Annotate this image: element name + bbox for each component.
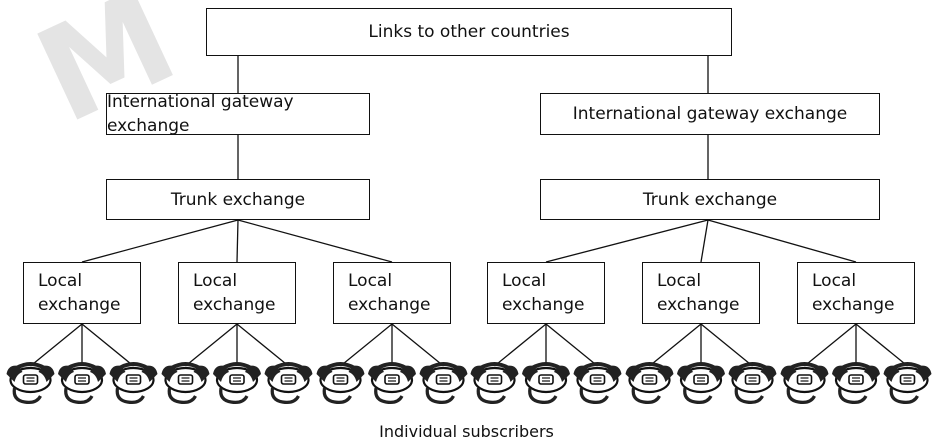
connector-line: [700, 219, 709, 263]
gateway-exchange-label: International gateway exchange: [107, 92, 294, 136]
gateway-exchange-box-left: International gateway exchange: [106, 92, 370, 136]
telephone-icon: [780, 362, 829, 404]
telephone-icon: [470, 362, 519, 404]
individual-subscribers-caption: Individual subscribers: [379, 422, 554, 441]
connector-line: [236, 323, 289, 367]
links-to-other-countries-box: Links to other countries: [206, 8, 732, 56]
connector-line: [340, 323, 393, 367]
local-exchange-box: Local exchange: [642, 262, 760, 324]
local-exchange-label: Local exchange: [812, 271, 895, 315]
connector-line: [707, 219, 857, 263]
local-exchange-label: Local exchange: [348, 271, 431, 315]
telephone-icon: [832, 362, 880, 404]
telephone-icon: [368, 362, 416, 404]
links-to-other-countries-label: Links to other countries: [368, 22, 570, 42]
connector-line: [391, 323, 444, 367]
connector-line: [30, 323, 83, 367]
connector-line: [545, 323, 598, 367]
connector-line: [494, 323, 547, 367]
trunk-exchange-box-left: Trunk exchange: [106, 179, 370, 220]
connector-line: [804, 323, 857, 367]
telephone-icon: [677, 362, 725, 404]
trunk-exchange-label: Trunk exchange: [642, 189, 778, 210]
connector-line: [700, 323, 753, 367]
connector-line: [185, 323, 238, 367]
connector-line: [236, 219, 239, 263]
trunk-exchange-box-right: Trunk exchange: [540, 179, 880, 220]
connector-line: [855, 323, 908, 367]
connector-line: [237, 219, 393, 263]
local-exchange-label: Local exchange: [38, 271, 121, 315]
telephone-icon: [161, 362, 210, 404]
local-exchange-box: Local exchange: [23, 262, 141, 324]
local-exchange-box: Local exchange: [178, 262, 296, 324]
telephone-icon: [264, 362, 313, 404]
gateway-exchange-box-right: International gateway exchange: [540, 93, 880, 135]
local-exchange-label: Local exchange: [657, 271, 740, 315]
telephone-icon: [58, 362, 106, 404]
local-exchange-label: Local exchange: [193, 271, 276, 315]
telephone-icon: [213, 362, 261, 404]
connector-line: [81, 219, 239, 263]
gateway-exchange-label: International gateway exchange: [572, 104, 848, 124]
telephone-icon: [883, 362, 932, 404]
connector-line: [545, 219, 709, 263]
connector-line: [649, 323, 702, 367]
telephone-icon: [316, 362, 365, 404]
trunk-exchange-label: Trunk exchange: [170, 189, 306, 210]
telephone-icon: [109, 362, 158, 404]
telephone-icon: [573, 362, 622, 404]
local-exchange-box: Local exchange: [333, 262, 451, 324]
telephone-icon: [728, 362, 777, 404]
telephone-icon: [6, 362, 55, 404]
telephone-icon: [419, 362, 468, 404]
local-exchange-label: Local exchange: [502, 271, 585, 315]
local-exchange-box: Local exchange: [487, 262, 605, 324]
local-exchange-box: Local exchange: [797, 262, 915, 324]
telephone-icon: [625, 362, 674, 404]
connector-line: [81, 323, 134, 367]
telephone-icon: [522, 362, 570, 404]
